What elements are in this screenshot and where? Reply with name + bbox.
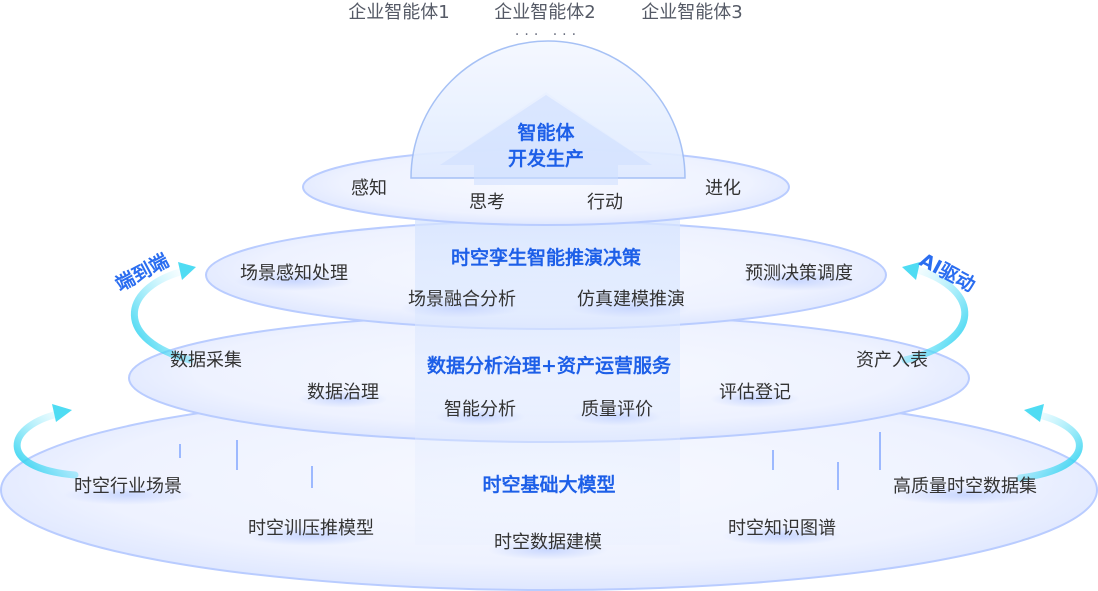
light-lines xyxy=(179,432,881,490)
apex-item-evolve: 进化 xyxy=(705,178,741,199)
layer3-item-6: 资产入表 xyxy=(856,350,928,371)
apex-title-line1: 智能体 xyxy=(517,122,575,144)
agent-3: 企业智能体3 xyxy=(641,2,743,23)
right-swirl-lower xyxy=(1016,409,1083,482)
layer4-item-1: 时空行业场景 xyxy=(74,476,182,497)
layer3-item-5: 评估登记 xyxy=(719,382,791,403)
label-highlights xyxy=(63,271,1040,560)
layer2-item-2: 场景融合分析 xyxy=(408,289,516,310)
layer2-title: 时空孪生智能推演决策 xyxy=(450,247,642,269)
layer3-item-1: 数据采集 xyxy=(170,350,242,371)
layer3-item-2: 数据治理 xyxy=(307,382,379,403)
agent-2: 企业智能体2 xyxy=(494,2,596,23)
left-arrowhead-upper xyxy=(178,262,196,280)
left-swirl-upper xyxy=(130,268,194,364)
right-swirl-upper xyxy=(901,266,969,364)
layer2-item-1: 场景感知处理 xyxy=(240,263,348,284)
layer4-title: 时空基础大模型 xyxy=(482,474,616,496)
apex-item-perceive: 感知 xyxy=(351,178,387,199)
layer4-item-3: 时空数据建模 xyxy=(494,532,602,553)
agents-ellipsis: ··· ··· xyxy=(514,27,582,43)
agent-1: 企业智能体1 xyxy=(348,2,450,23)
right-arrowhead-upper xyxy=(902,262,920,280)
apex-item-think: 思考 xyxy=(469,192,505,213)
layer4-item-2: 时空训压推模型 xyxy=(248,518,374,539)
layer4-item-5: 高质量时空数据集 xyxy=(893,476,1037,497)
right-arrowhead-lower xyxy=(1024,404,1044,422)
apex-title-line2: 开发生产 xyxy=(507,148,585,170)
layer3-title: 数据分析治理+资产运营服务 xyxy=(427,355,671,377)
apex-title: 智能体 开发生产 xyxy=(508,120,584,172)
apex-item-act: 行动 xyxy=(587,192,623,213)
layer3-item-4: 质量评价 xyxy=(581,399,653,420)
layer4-item-4: 时空知识图谱 xyxy=(728,518,836,539)
left-arrowhead-lower xyxy=(52,404,72,422)
layer2-item-4: 预测决策调度 xyxy=(745,263,853,284)
dome-arrow xyxy=(440,95,652,185)
layer3-item-3: 智能分析 xyxy=(444,399,516,420)
left-swirl-lower xyxy=(13,409,79,479)
layer2-item-3: 仿真建模推演 xyxy=(577,289,685,310)
